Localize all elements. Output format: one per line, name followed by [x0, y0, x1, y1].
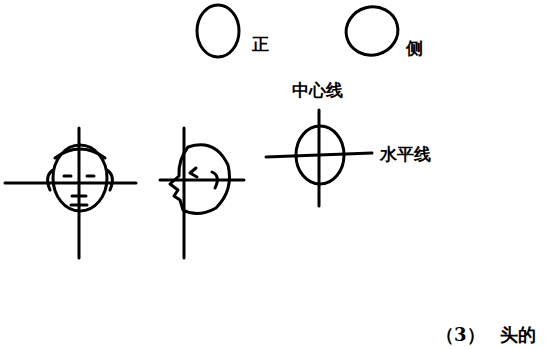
horizontal-guide	[160, 179, 244, 182]
guide-label: 中心线	[292, 82, 343, 99]
ear	[212, 172, 217, 188]
eye	[64, 175, 71, 178]
section-number: （3）	[436, 326, 485, 344]
mouth	[71, 204, 87, 207]
eye	[190, 168, 197, 177]
horizontal-guide	[266, 153, 372, 157]
center-guide	[318, 110, 321, 206]
center-guide	[183, 128, 186, 258]
eye	[87, 175, 94, 178]
view-label: 正	[252, 36, 269, 53]
horizontal-guide	[5, 182, 136, 185]
nose	[72, 195, 86, 198]
front-head-oval	[197, 5, 239, 57]
section-text: 头的	[500, 326, 536, 344]
side-head-oval	[341, 1, 404, 61]
ear	[107, 170, 112, 190]
view-label: 侧	[406, 40, 423, 57]
hairline	[55, 149, 105, 158]
ear	[48, 170, 53, 190]
guide-label: 水平线	[380, 146, 431, 163]
